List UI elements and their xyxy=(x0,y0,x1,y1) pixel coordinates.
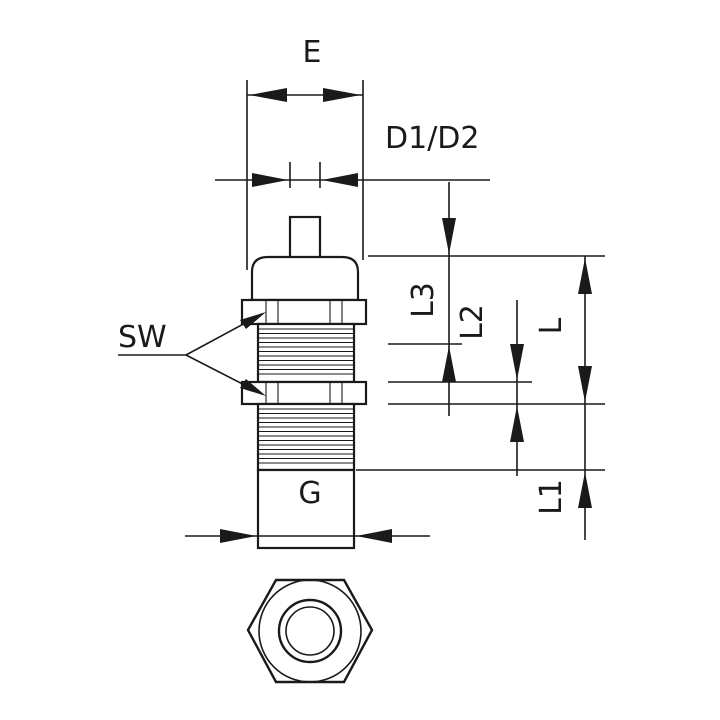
dimension-l3: L3 xyxy=(406,182,456,416)
dimension-l2: L2 xyxy=(455,300,524,476)
bore-inner xyxy=(285,606,335,656)
label-l: L xyxy=(534,317,569,334)
sw-leader: SW xyxy=(118,312,266,396)
dimension-e: E xyxy=(246,35,364,270)
upper-thread-lines xyxy=(258,328,354,375)
hex-chamfer-circle xyxy=(258,579,362,683)
label-g: G xyxy=(298,476,321,511)
dome-cap xyxy=(250,255,360,302)
upper-thread xyxy=(256,322,356,384)
g-section xyxy=(256,468,356,550)
gland-end-view xyxy=(246,578,374,684)
upper-hex-nut xyxy=(240,298,368,326)
dimension-l1: L1 xyxy=(534,404,592,540)
gland-side-view xyxy=(240,215,368,550)
label-l3: L3 xyxy=(406,282,441,318)
cable xyxy=(288,215,322,261)
lower-thread-lines xyxy=(258,408,354,464)
bore-outer xyxy=(277,598,343,664)
label-e: E xyxy=(303,35,322,70)
dimension-l: L xyxy=(534,256,592,404)
extension-lines xyxy=(356,255,605,471)
label-sw: SW xyxy=(118,320,167,355)
label-d1-d2: D1/D2 xyxy=(385,121,479,156)
hex-outline xyxy=(246,578,374,684)
dimension-d1-d2: D1/D2 xyxy=(215,121,490,188)
label-l1: L1 xyxy=(534,479,569,515)
dimension-g: G xyxy=(185,476,430,543)
label-l2: L2 xyxy=(455,304,490,340)
